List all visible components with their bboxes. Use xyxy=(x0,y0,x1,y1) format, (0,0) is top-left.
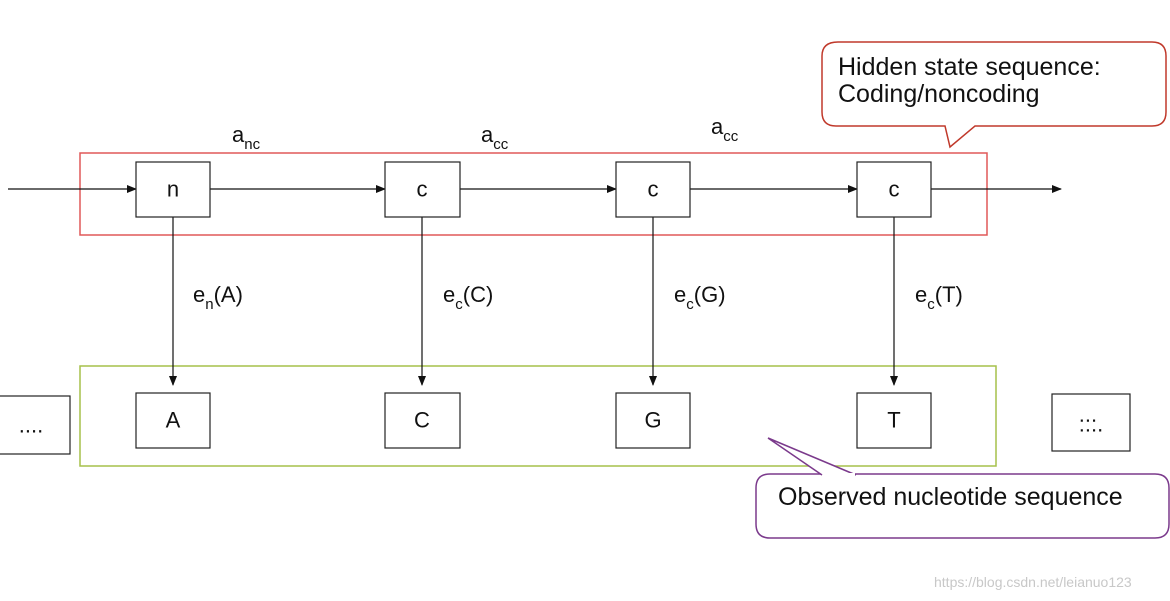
observed-box: G xyxy=(615,392,691,449)
hidden-state-group xyxy=(79,152,988,236)
left-ellipsis-box: .... xyxy=(0,395,71,455)
observed-sequence-callout xyxy=(755,473,1170,539)
hidden-callout-line2: Coding/noncoding xyxy=(838,80,1040,108)
left-ellipsis-label: .... xyxy=(19,413,43,438)
hidden-state-box: n xyxy=(135,161,211,218)
hidden-state-callout xyxy=(821,41,1167,149)
observed-callout-text: Observed nucleotide sequence xyxy=(778,483,1123,511)
observed-callout-pointer xyxy=(767,437,857,476)
emission-label: ec(G) xyxy=(674,282,726,313)
right-ellipsis-box: :::. xyxy=(1051,393,1131,452)
emission-label: ec(T) xyxy=(915,282,963,313)
emission-label: en(A) xyxy=(193,282,243,313)
hidden-state-label: c xyxy=(417,177,428,202)
observed-label: G xyxy=(644,408,661,433)
hidden-callout-line1: Hidden state sequence: xyxy=(838,53,1101,81)
observed-sequence-group xyxy=(79,365,997,467)
hidden-state-label: n xyxy=(167,177,179,202)
observed-box: T xyxy=(856,392,932,449)
emission-label: ec(C) xyxy=(443,282,493,313)
observed-box: A xyxy=(135,392,211,449)
transition-label: anc xyxy=(232,122,261,153)
hidden-state-box: c xyxy=(856,161,932,218)
hidden-state-label: c xyxy=(648,177,659,202)
hidden-state-box: c xyxy=(615,161,691,218)
observed-label: A xyxy=(166,408,181,433)
transition-label: acc xyxy=(711,114,739,145)
watermark: https://blog.csdn.net/leianuo123 xyxy=(934,574,1132,590)
observed-box: C xyxy=(384,392,461,449)
right-ellipsis-label: :::. xyxy=(1079,412,1103,437)
observed-label: T xyxy=(887,408,900,433)
observed-label: C xyxy=(414,408,430,433)
hidden-state-label: c xyxy=(889,177,900,202)
hidden-state-box: c xyxy=(384,161,461,218)
transition-label: acc xyxy=(481,122,509,153)
